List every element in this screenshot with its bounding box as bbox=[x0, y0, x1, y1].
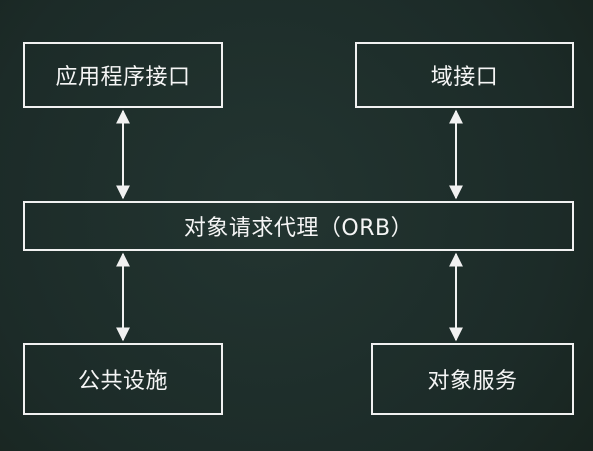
common-facilities-box: 公共设施 bbox=[23, 343, 223, 415]
domain-interface-label: 域接口 bbox=[430, 65, 499, 90]
orb-box: 对象请求代理（ORB） bbox=[23, 201, 574, 251]
domain-interface-box: 域接口 bbox=[355, 42, 574, 108]
object-services-box: 对象服务 bbox=[371, 343, 574, 415]
application-interface-label: 应用程序接口 bbox=[55, 65, 191, 90]
orb-label: 对象请求代理（ORB） bbox=[183, 216, 414, 241]
object-services-label: 对象服务 bbox=[427, 369, 518, 394]
application-interface-box: 应用程序接口 bbox=[23, 42, 223, 108]
common-facilities-label: 公共设施 bbox=[77, 369, 168, 394]
